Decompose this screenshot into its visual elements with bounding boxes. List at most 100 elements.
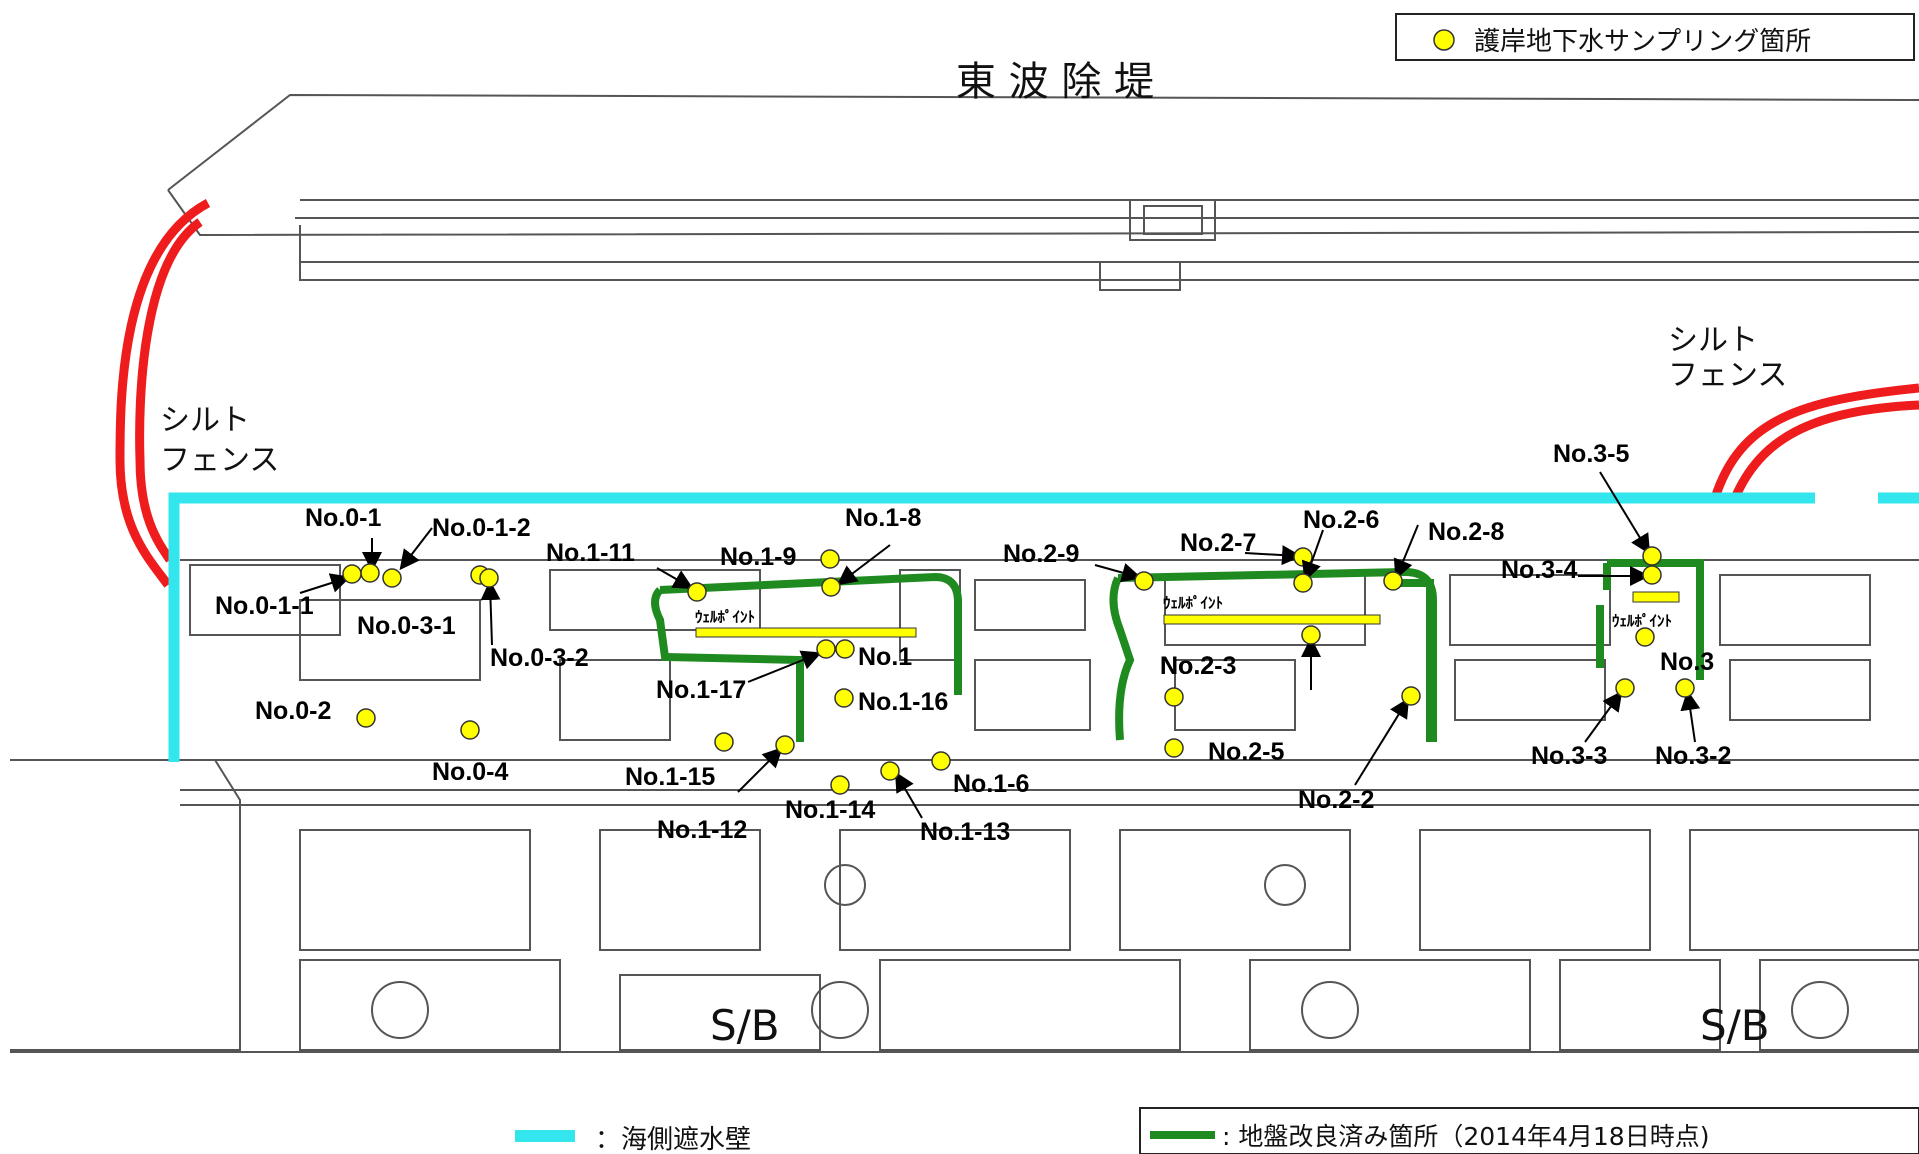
wellpoint-label-2: ｳｪﾙﾎﾟｲﾝﾄ [1163, 594, 1223, 612]
sampling-point-no-2-5[interactable] [1164, 738, 1184, 758]
arrow-no-1-13 [894, 771, 923, 819]
arrow-no-1-12 [737, 747, 783, 793]
well-label-no-3-5: No.3-5 [1553, 440, 1630, 468]
well-label-no-1-12: No.1-12 [657, 816, 747, 844]
well-label-no-2-6: No.2-6 [1303, 506, 1379, 534]
well-label-no-2-8: No.2-8 [1428, 518, 1505, 546]
sampling-point-no-1-9[interactable] [820, 549, 840, 569]
sampling-point-no-1-6[interactable] [931, 751, 951, 771]
legend-ground-improved: : 地盤改良済み箇所（2014年4月18日時点) [1139, 1107, 1919, 1154]
well-label-no-1-13: No.1-13 [920, 818, 1010, 846]
arrow-no-2-9 [1094, 563, 1142, 583]
well-label-no-1-9: No.1-9 [720, 543, 796, 571]
plant-layout [10, 559, 1919, 1053]
arrow-no-0-1-2 [399, 527, 433, 571]
well-label-no-2-7: No.2-7 [1180, 529, 1256, 557]
silt-fence-left-label-1: シルト [160, 403, 250, 438]
sampling-point-no-0-3-2[interactable] [479, 568, 499, 588]
sampling-point-no-3-4[interactable] [1642, 565, 1662, 585]
well-label-no-1-17: No.1-17 [656, 676, 746, 704]
well-label-no-3: No.3 [1660, 648, 1714, 676]
well-label-no-2: No.2 [1160, 652, 1214, 680]
legend-sampling: 護岸地下水サンプリング箇所 [1395, 13, 1915, 61]
sampling-point-no-1-12[interactable] [775, 735, 795, 755]
sampling-point-no-0-2[interactable] [356, 708, 376, 728]
arrow-no-3-5 [1599, 471, 1651, 555]
silt-fence-right [1710, 383, 1919, 500]
arrow-no-0-3-2 [480, 580, 501, 646]
well-label-no-2-2: No.2-2 [1298, 786, 1374, 814]
well-label-no-0-2: No.0-2 [255, 697, 331, 725]
building-label-sb-1: S/B [710, 1001, 780, 1050]
well-label-no-1: No.1 [858, 643, 912, 671]
legend-seawall-label: ：海側遮水壁 [595, 1125, 751, 1154]
sampling-point-no-0-1-2[interactable] [382, 568, 402, 588]
sampling-point-no-0-1[interactable] [360, 563, 380, 583]
well-label-no-1-15: No.1-15 [625, 763, 715, 791]
sampling-point-no-1-8[interactable] [821, 577, 841, 597]
well-label-no-1-16: No.1-16 [858, 688, 948, 716]
silt-fence-right-label-1: シルト [1668, 323, 1758, 358]
well-label-no-1-14: No.1-14 [785, 796, 875, 824]
sampling-point-no-2-3[interactable] [1301, 625, 1321, 645]
breakwater-title: 東 波 除 堤 [956, 59, 1154, 105]
well-label-no-0-4: No.0-4 [432, 758, 509, 786]
well-label-no-1-11: No.1-11 [546, 539, 635, 567]
sampling-point-no-0-4[interactable] [460, 720, 480, 740]
well-label-no-2-5: No.2-5 [1208, 738, 1285, 766]
well-label-no-0-1-1: No.0-1-1 [215, 592, 314, 620]
well-label-no-0-3-1: No.0-3-1 [357, 612, 456, 640]
sampling-point-no-1-14[interactable] [830, 775, 850, 795]
sampling-point-no-1-11[interactable] [687, 582, 707, 602]
sampling-point-no-2-2[interactable] [1401, 686, 1421, 706]
sampling-point-no-2[interactable] [1164, 687, 1184, 707]
well-label-no-0-1: No.0-1 [305, 504, 382, 532]
arrow-no-0-1-1 [299, 573, 351, 594]
sampling-point-no-2-9[interactable] [1134, 571, 1154, 591]
sampling-point-no-1-15[interactable] [714, 732, 734, 752]
well-label-no-3-3: No.3-3 [1531, 742, 1607, 770]
breakwater [167, 93, 1919, 291]
arrow-no-2-7 [1244, 545, 1302, 566]
sampling-point-no-3[interactable] [1635, 627, 1655, 647]
silt-fence-left [115, 199, 211, 588]
seawall [168, 492, 1919, 762]
sampling-point-no-3-2[interactable] [1675, 678, 1695, 698]
building-label-sb-2: S/B [1700, 1001, 1770, 1050]
sampling-point-no-2-7[interactable] [1293, 547, 1313, 567]
sampling-point-no-3-5[interactable] [1642, 546, 1662, 566]
legend-seawall: ：海側遮水壁 [515, 1125, 751, 1154]
sampling-point-no-0-1-1[interactable] [342, 564, 362, 584]
sampling-point-icon [1433, 29, 1455, 51]
sampling-point-no-3-3[interactable] [1615, 678, 1635, 698]
arrow-no-2-6 [1301, 529, 1324, 582]
legend-ground-improved-label: : 地盤改良済み箇所（2014年4月18日時点) [1222, 1122, 1709, 1151]
ground-improved-swatch [1150, 1131, 1215, 1139]
arrow-no-3-3 [1584, 690, 1623, 743]
well-label-no-0-1-2: No.0-1-2 [432, 514, 531, 542]
sampling-point-no-1-13[interactable] [880, 761, 900, 781]
sampling-point-no-1-17[interactable] [816, 639, 836, 659]
arrow-no-1-8 [836, 544, 891, 586]
well-label-no-1-8: No.1-8 [845, 504, 922, 532]
seawall-swatch [515, 1130, 575, 1142]
wellpoint-label-3: ｳｪﾙﾎﾟｲﾝﾄ [1612, 612, 1672, 630]
well-label-no-2-3: No.2-3 [1160, 652, 1236, 680]
legend-sampling-label: 護岸地下水サンプリング箇所 [1474, 27, 1811, 57]
arrow-no-1-11 [656, 567, 694, 589]
silt-fence-left-label-2: フェンス [160, 443, 279, 478]
sampling-point-no-1-16[interactable] [834, 688, 854, 708]
well-label-no-3-2: No.3-2 [1655, 742, 1731, 770]
arrow-no-1-17 [747, 650, 822, 683]
sampling-point-no-2-6[interactable] [1293, 573, 1313, 593]
wellpoint-bars [695, 591, 1680, 638]
well-label-no-2-9: No.2-9 [1003, 540, 1079, 568]
arrow-no-2-2 [1354, 697, 1410, 786]
arrow-no-3-2 [1680, 690, 1701, 743]
well-label-no-1-6: No.1-6 [953, 770, 1029, 798]
sampling-point-no-2-8[interactable] [1383, 571, 1403, 591]
well-label-no-0-3-2: No.0-3-2 [490, 644, 589, 672]
sampling-point-no-1[interactable] [835, 639, 855, 659]
